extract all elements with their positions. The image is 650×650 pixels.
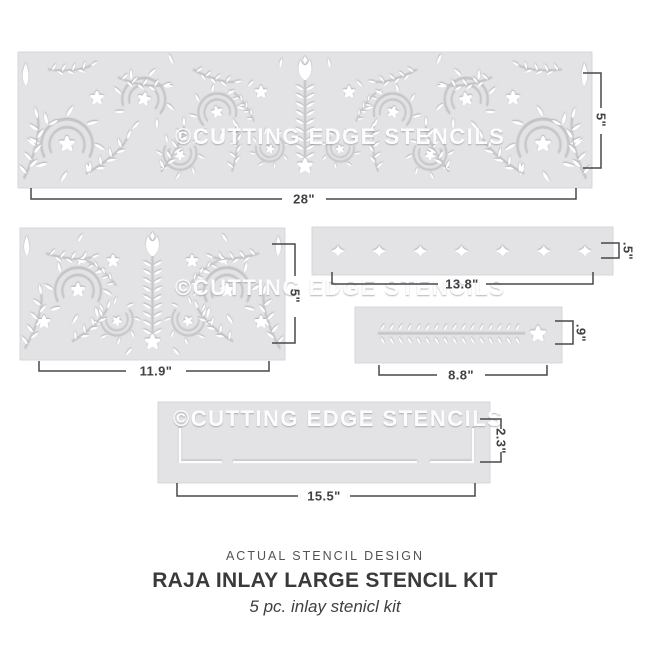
dim-label-8-8in: 8.8" [448,367,474,383]
dim-label-11-9in: 11.9" [139,363,173,379]
stencil-border-13-8in [311,226,614,276]
stencil-border-8-8in [354,306,563,364]
dim-label-0-5in: .5" [620,241,636,261]
dimension-lines [30,72,620,497]
dim-label-13-8in: 13.8" [445,276,479,292]
dim-label-5in-top: 5" [593,112,609,128]
stencil-panel-28in [0,47,614,189]
watermark-bottom: ©CUTTING EDGE STENCILS [173,406,503,431]
watermark-top: ©CUTTING EDGE STENCILS [175,124,505,149]
caption-block: ACTUAL STENCIL DESIGN RAJA INLAY LARGE S… [0,549,650,617]
caption-eyebrow: ACTUAL STENCIL DESIGN [225,549,425,563]
dim-label-28in: 28" [293,191,315,207]
stencil-frame-15-5in [157,401,491,484]
stencil-panel-11-9in [1,227,305,361]
product-subtitle: 5 pc. inlay stenicl kit [249,597,401,616]
dim-label-0-9in: .9" [573,323,589,343]
dim-label-5in-left: 5" [287,288,303,304]
watermark-middle: ©CUTTING EDGE STENCILS [175,275,505,300]
dim-label-15-5in: 15.5" [307,488,341,504]
dim-label-2-3in: 2.3" [493,428,509,454]
product-title: RAJA INLAY LARGE STENCIL KIT [152,569,498,592]
